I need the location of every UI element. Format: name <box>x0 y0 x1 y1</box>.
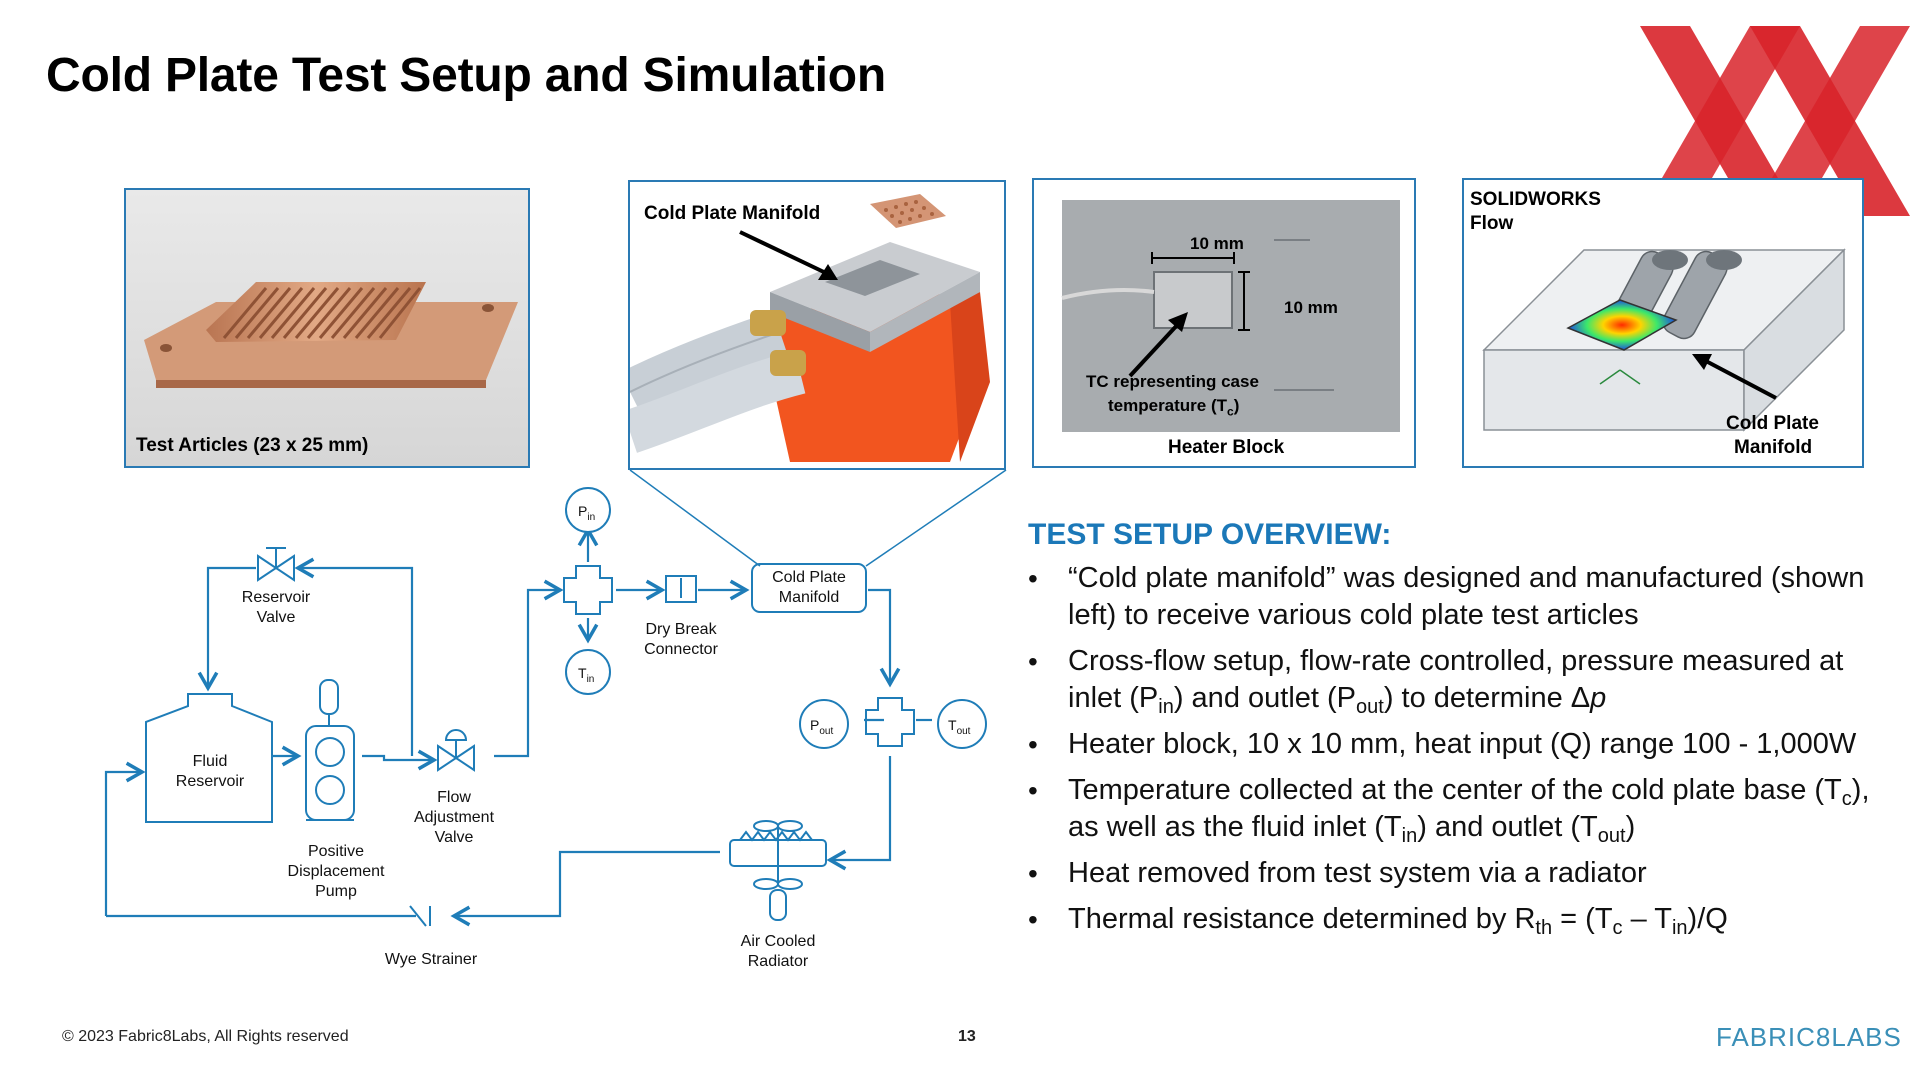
p-out-sensor <box>799 699 849 749</box>
solidworks-label-line2: Flow <box>1470 213 1514 234</box>
manifold-photo: Cold Plate Manifold <box>628 180 1006 470</box>
t-in-label: Tin <box>578 665 594 685</box>
page-number: 13 <box>958 1028 976 1045</box>
t-out-sensor <box>937 699 987 749</box>
heater-dim-width: 10 mm <box>1190 234 1244 253</box>
manifold-caption: Cold Plate Manifold <box>644 203 821 224</box>
heater-tc-label-line1: TC representing case <box>1086 372 1259 391</box>
radiator-icon <box>729 820 827 921</box>
overview-bullet-2: Cross-flow setup, flow-rate controlled, … <box>1024 643 1904 717</box>
pump-icon <box>305 679 355 821</box>
t-in-sensor <box>565 649 611 695</box>
p-in-label: Pin <box>578 503 595 523</box>
overview-heading: TEST SETUP OVERVIEW: <box>1028 518 1392 551</box>
solidworks-manifold-line2: Manifold <box>1734 437 1813 458</box>
solidworks-manifold-line1: Cold Plate <box>1726 413 1819 434</box>
wye-strainer-label: Wye Strainer <box>384 951 478 968</box>
solidworks-flow-image: SOLIDWORKS Flow Cold Plate Manifold <box>1462 178 1864 468</box>
heater-block-caption: Heater Block <box>1168 437 1285 458</box>
p-out-label: Pout <box>810 717 833 737</box>
heater-block-photo: 10 mm 10 mm TC representing case tempera… <box>1032 178 1416 468</box>
overview-bullet-3: Heater block, 10 x 10 mm, heat input (Q)… <box>1024 726 1904 763</box>
solidworks-label-line1: SOLIDWORKS <box>1470 189 1601 210</box>
flow-valve-icon <box>437 729 475 772</box>
fluid-reservoir-icon <box>145 693 273 823</box>
dry-break-icon <box>665 575 697 603</box>
overview-bullet-4: Temperature collected at the center of t… <box>1024 772 1904 846</box>
overview-bullet-6: Thermal resistance determined by Rth = (… <box>1024 901 1904 938</box>
wye-strainer-icon <box>409 905 431 927</box>
t-out-label: Tout <box>948 717 971 737</box>
test-articles-caption: Test Articles (23 x 25 mm) <box>136 435 369 456</box>
heater-dim-height: 10 mm <box>1284 298 1338 317</box>
overview-bullet-5: Heat removed from test system via a radi… <box>1024 855 1904 892</box>
brand-wordmark: FABRIC8LABS <box>1716 1022 1902 1052</box>
overview-bullet-list: “Cold plate manifold” was designed and m… <box>1024 560 1904 947</box>
manifold-box <box>751 563 867 613</box>
inlet-junction-icon <box>563 565 613 615</box>
slide-title: Cold Plate Test Setup and Simulation <box>46 49 886 102</box>
reservoir-valve-icon <box>257 547 295 582</box>
footer-copyright: © 2023 Fabric8Labs, All Rights reserved <box>62 1028 349 1045</box>
test-articles-photo: Test Articles (23 x 25 mm) <box>124 188 530 468</box>
overview-bullet-1: “Cold plate manifold” was designed and m… <box>1024 560 1904 634</box>
p-in-sensor <box>565 487 611 533</box>
x-logo-mark-icon <box>1640 26 1910 216</box>
heater-tc-label-line2: temperature (Tc) <box>1108 396 1240 419</box>
outlet-junction-icon <box>865 697 915 747</box>
